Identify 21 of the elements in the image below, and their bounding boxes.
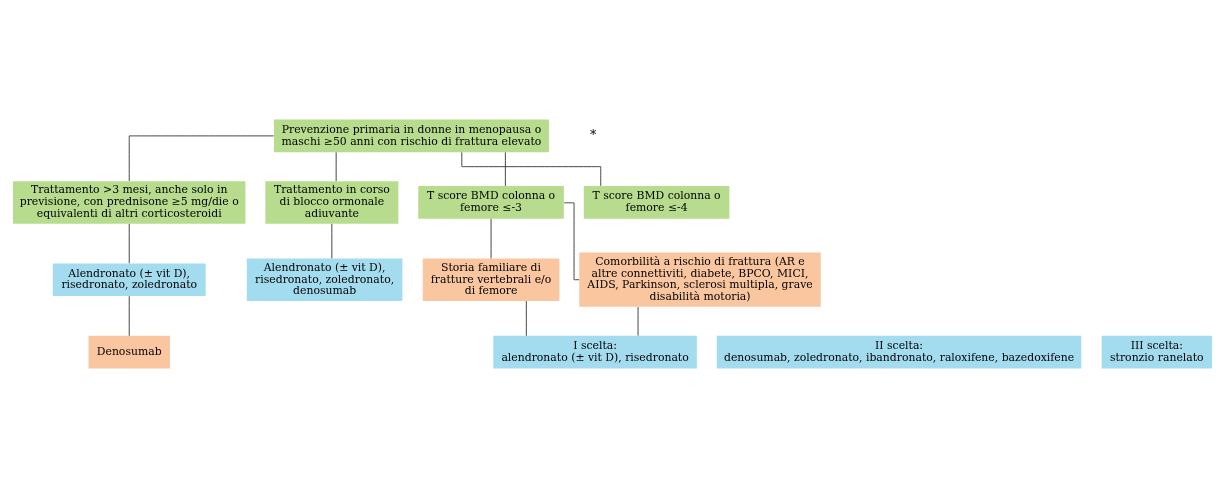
connector (525, 300, 527, 336)
node-box: Trattamento >3 mesi, anche solo in previsione, con prednisone ≥5 mg/die o equivalenti di altri corticosteroidi (13, 180, 246, 224)
connector (128, 223, 130, 264)
node-box: Alendronato (± vit D), risedronato, zoledronato, denosumab (246, 257, 403, 301)
node-box: Storia familiare di fratture vertebrali e/o di femore (422, 257, 560, 301)
node-box: Comorbilità a rischio di frattura (AR e altre connettiviti, diabete, BPCO, MICI, AIDS, Parkinson, sclerosi multipla, grave disabilità motoria) (579, 252, 821, 307)
node-box: T score BMD colonna o femore ≤-4 (583, 185, 730, 219)
node-box: Alendronato (± vit D), risedronato, zoledronato (52, 262, 206, 296)
node-box: Denosumab (88, 335, 170, 368)
node-box: I scelta: alendronato (± vit D), risedronato (493, 335, 697, 368)
node-box: Prevenzione primaria in donne in menopausa o maschi ≥50 anni con rischio di frattura elevato (273, 119, 549, 152)
node-box: II scelta: denosumab, zoledronato, ibandronato, raloxifene, bazedoxifene (716, 335, 1082, 368)
connector (504, 151, 506, 186)
node-box: III scelta: stronzio ranelato (1101, 335, 1212, 368)
node-box: T score BMD colonna o femore ≤-3 (418, 185, 564, 219)
connector (128, 295, 130, 336)
connector (128, 134, 275, 181)
label: * (590, 126, 597, 142)
node-box: Trattamento in corso di blocco ormonale adiuvante (265, 180, 399, 224)
connector (335, 151, 337, 182)
connector (331, 223, 333, 259)
